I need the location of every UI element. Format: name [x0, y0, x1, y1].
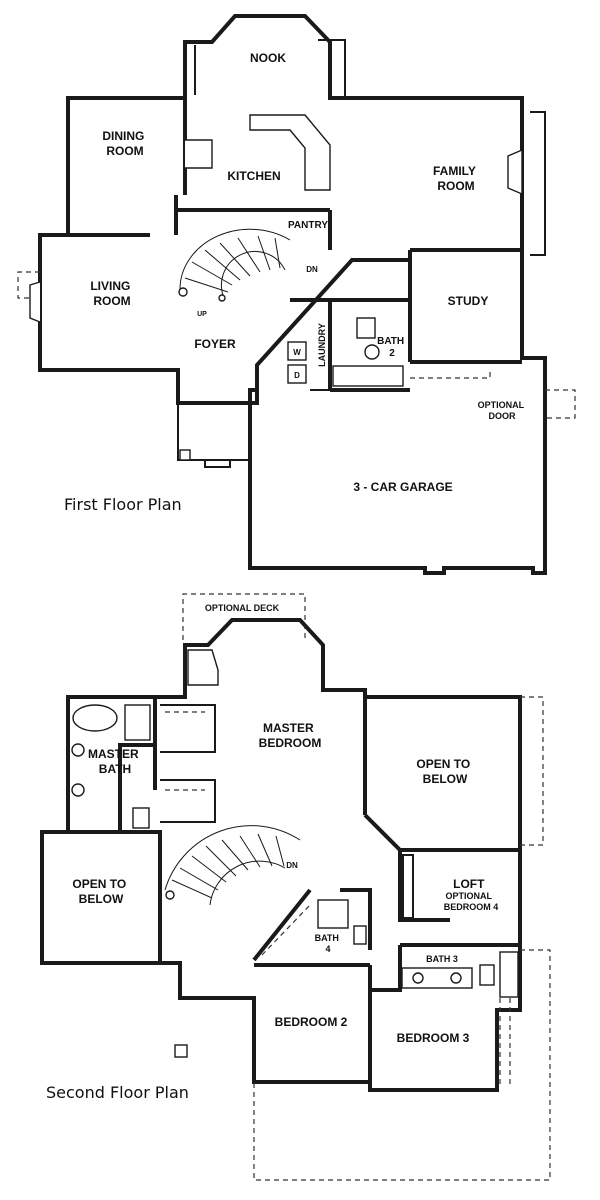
dryer-label: D — [294, 371, 300, 380]
front-porch — [177, 403, 250, 468]
second-floor-plan — [40, 593, 551, 1181]
bath2-tub — [332, 365, 404, 387]
living-bay-window — [17, 271, 40, 299]
kitchen-island — [249, 114, 331, 191]
room-label-master-bedroom: MASTER BEDROOM — [259, 721, 322, 750]
second-floor-staircase — [164, 825, 301, 906]
fireplace-family — [507, 148, 523, 196]
room-label-study: STUDY — [448, 294, 489, 308]
master-sink-2 — [71, 783, 85, 797]
nook-bay-window — [194, 39, 346, 98]
room-label-dining-room: DINING ROOM — [102, 129, 147, 158]
master-tub — [72, 704, 118, 732]
washer — [287, 341, 307, 361]
stair-down-note-second: DN — [286, 861, 298, 870]
bath3-tub — [499, 951, 519, 998]
bath3-sink-1 — [412, 972, 424, 984]
study-closet — [410, 368, 491, 379]
stair-down-note-first: DN — [306, 265, 318, 274]
first-floor-staircase — [178, 228, 291, 302]
room-label-living-room: LIVING ROOM — [90, 279, 133, 308]
first-floor-exterior-walls — [38, 14, 547, 575]
optional-door-outline — [545, 389, 576, 419]
room-label-foyer: FOYER — [194, 337, 236, 351]
kitchen-counter-left — [185, 139, 213, 169]
washer-label: W — [293, 348, 301, 357]
bath4-toilet — [353, 925, 367, 945]
second-floor-exterior-walls — [40, 618, 522, 1092]
room-label-master-bath: MASTER BATH — [88, 747, 142, 776]
room-label-bath-2: BATH 2 — [377, 336, 407, 359]
right-roof-outline — [520, 696, 544, 846]
master-sink-1 — [71, 743, 85, 757]
room-label-bedroom-2: BEDROOM 2 — [275, 1015, 348, 1029]
first-floor-caption: First Floor Plan — [64, 495, 182, 514]
room-label-nook: NOOK — [250, 51, 286, 65]
room-label-loft: LOFT OPTIONAL BEDROOM 4 — [444, 875, 499, 912]
room-label-kitchen: KITCHEN — [227, 169, 280, 183]
interior-walls-second — [68, 697, 520, 1082]
room-label-open-to-below-right: OPEN TO BELOW — [416, 757, 473, 786]
dryer — [287, 364, 307, 384]
bath4-shower — [317, 899, 349, 929]
master-closet-rods — [165, 711, 205, 791]
room-label-family-room: FAMILY ROOM — [433, 164, 479, 193]
master-shower — [124, 704, 151, 741]
stair-up-note: UP — [197, 311, 207, 318]
room-label-pantry: PANTRY — [288, 220, 328, 231]
garden-post — [174, 1044, 188, 1058]
master-fireplace — [187, 649, 219, 686]
bath2-toilet — [364, 344, 380, 360]
room-label-bath-4: BATH 4 — [315, 933, 342, 954]
room-label-laundry: LAUNDRY — [317, 323, 327, 367]
bath2-vanity — [356, 317, 376, 339]
bedroom2-closet — [261, 904, 311, 956]
master-closets — [160, 704, 216, 823]
room-label-optional-deck: OPTIONAL DECK — [205, 603, 280, 613]
bath3-toilet — [479, 964, 495, 986]
room-label-garage: 3 - CAR GARAGE — [353, 480, 452, 494]
fireplace-living — [29, 281, 41, 323]
first-floor-plan — [17, 14, 576, 575]
porch-column — [179, 449, 191, 461]
optional-deck-outline — [182, 593, 306, 640]
family-window-right — [530, 111, 546, 256]
bedroom3-closet — [499, 998, 511, 1085]
second-floor-caption: Second Floor Plan — [46, 1083, 189, 1102]
master-toilet — [132, 807, 150, 829]
lower-roof-outline — [253, 949, 551, 1181]
optional-door-note: OPTIONAL DOOR — [478, 400, 527, 421]
room-label-open-to-below-left: OPEN TO BELOW — [72, 877, 129, 906]
bath3-sink-2 — [450, 972, 462, 984]
room-label-bedroom-3: BEDROOM 3 — [397, 1031, 470, 1045]
room-label-bath-3: BATH 3 — [426, 954, 458, 964]
loft-rail — [402, 854, 414, 919]
